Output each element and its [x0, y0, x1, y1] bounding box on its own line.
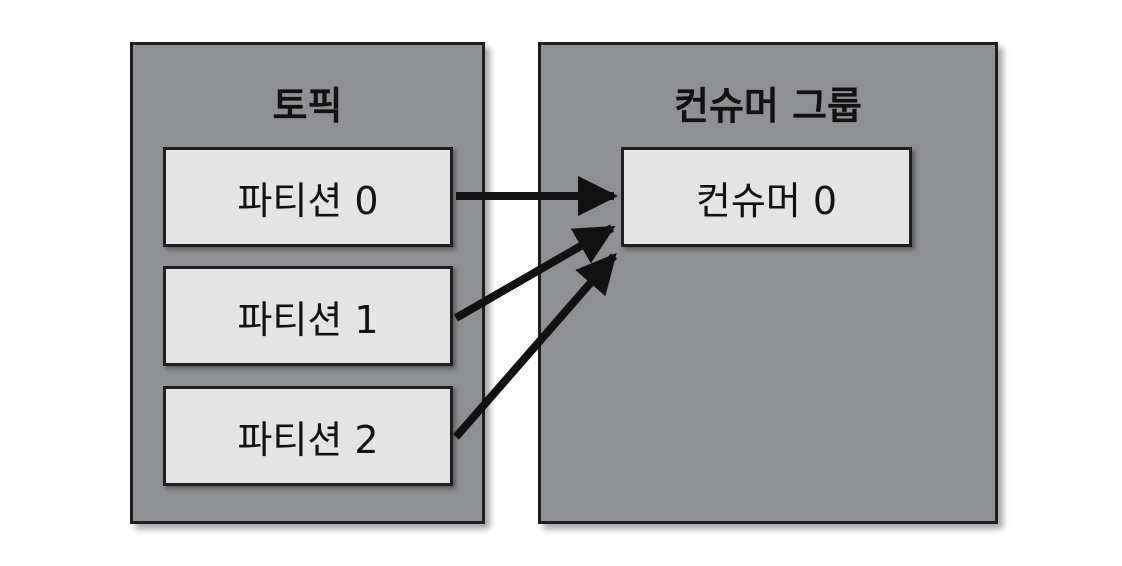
partition-2-box: 파티션 2: [163, 386, 453, 486]
consumer-group-title: 컨슈머 그룹: [673, 84, 863, 128]
partition-0-label: 파티션 0: [237, 178, 379, 223]
consumer-0-box: 컨슈머 0: [621, 147, 912, 247]
partition-1-label: 파티션 1: [237, 297, 379, 342]
topic-title: 토픽: [272, 84, 343, 128]
partition-0-box: 파티션 0: [163, 147, 453, 247]
consumer-group-panel: 컨슈머 그룹: [538, 42, 998, 524]
consumer-0-label: 컨슈머 0: [695, 178, 838, 223]
partition-1-box: 파티션 1: [163, 266, 453, 366]
partition-2-label: 파티션 2: [237, 417, 379, 462]
